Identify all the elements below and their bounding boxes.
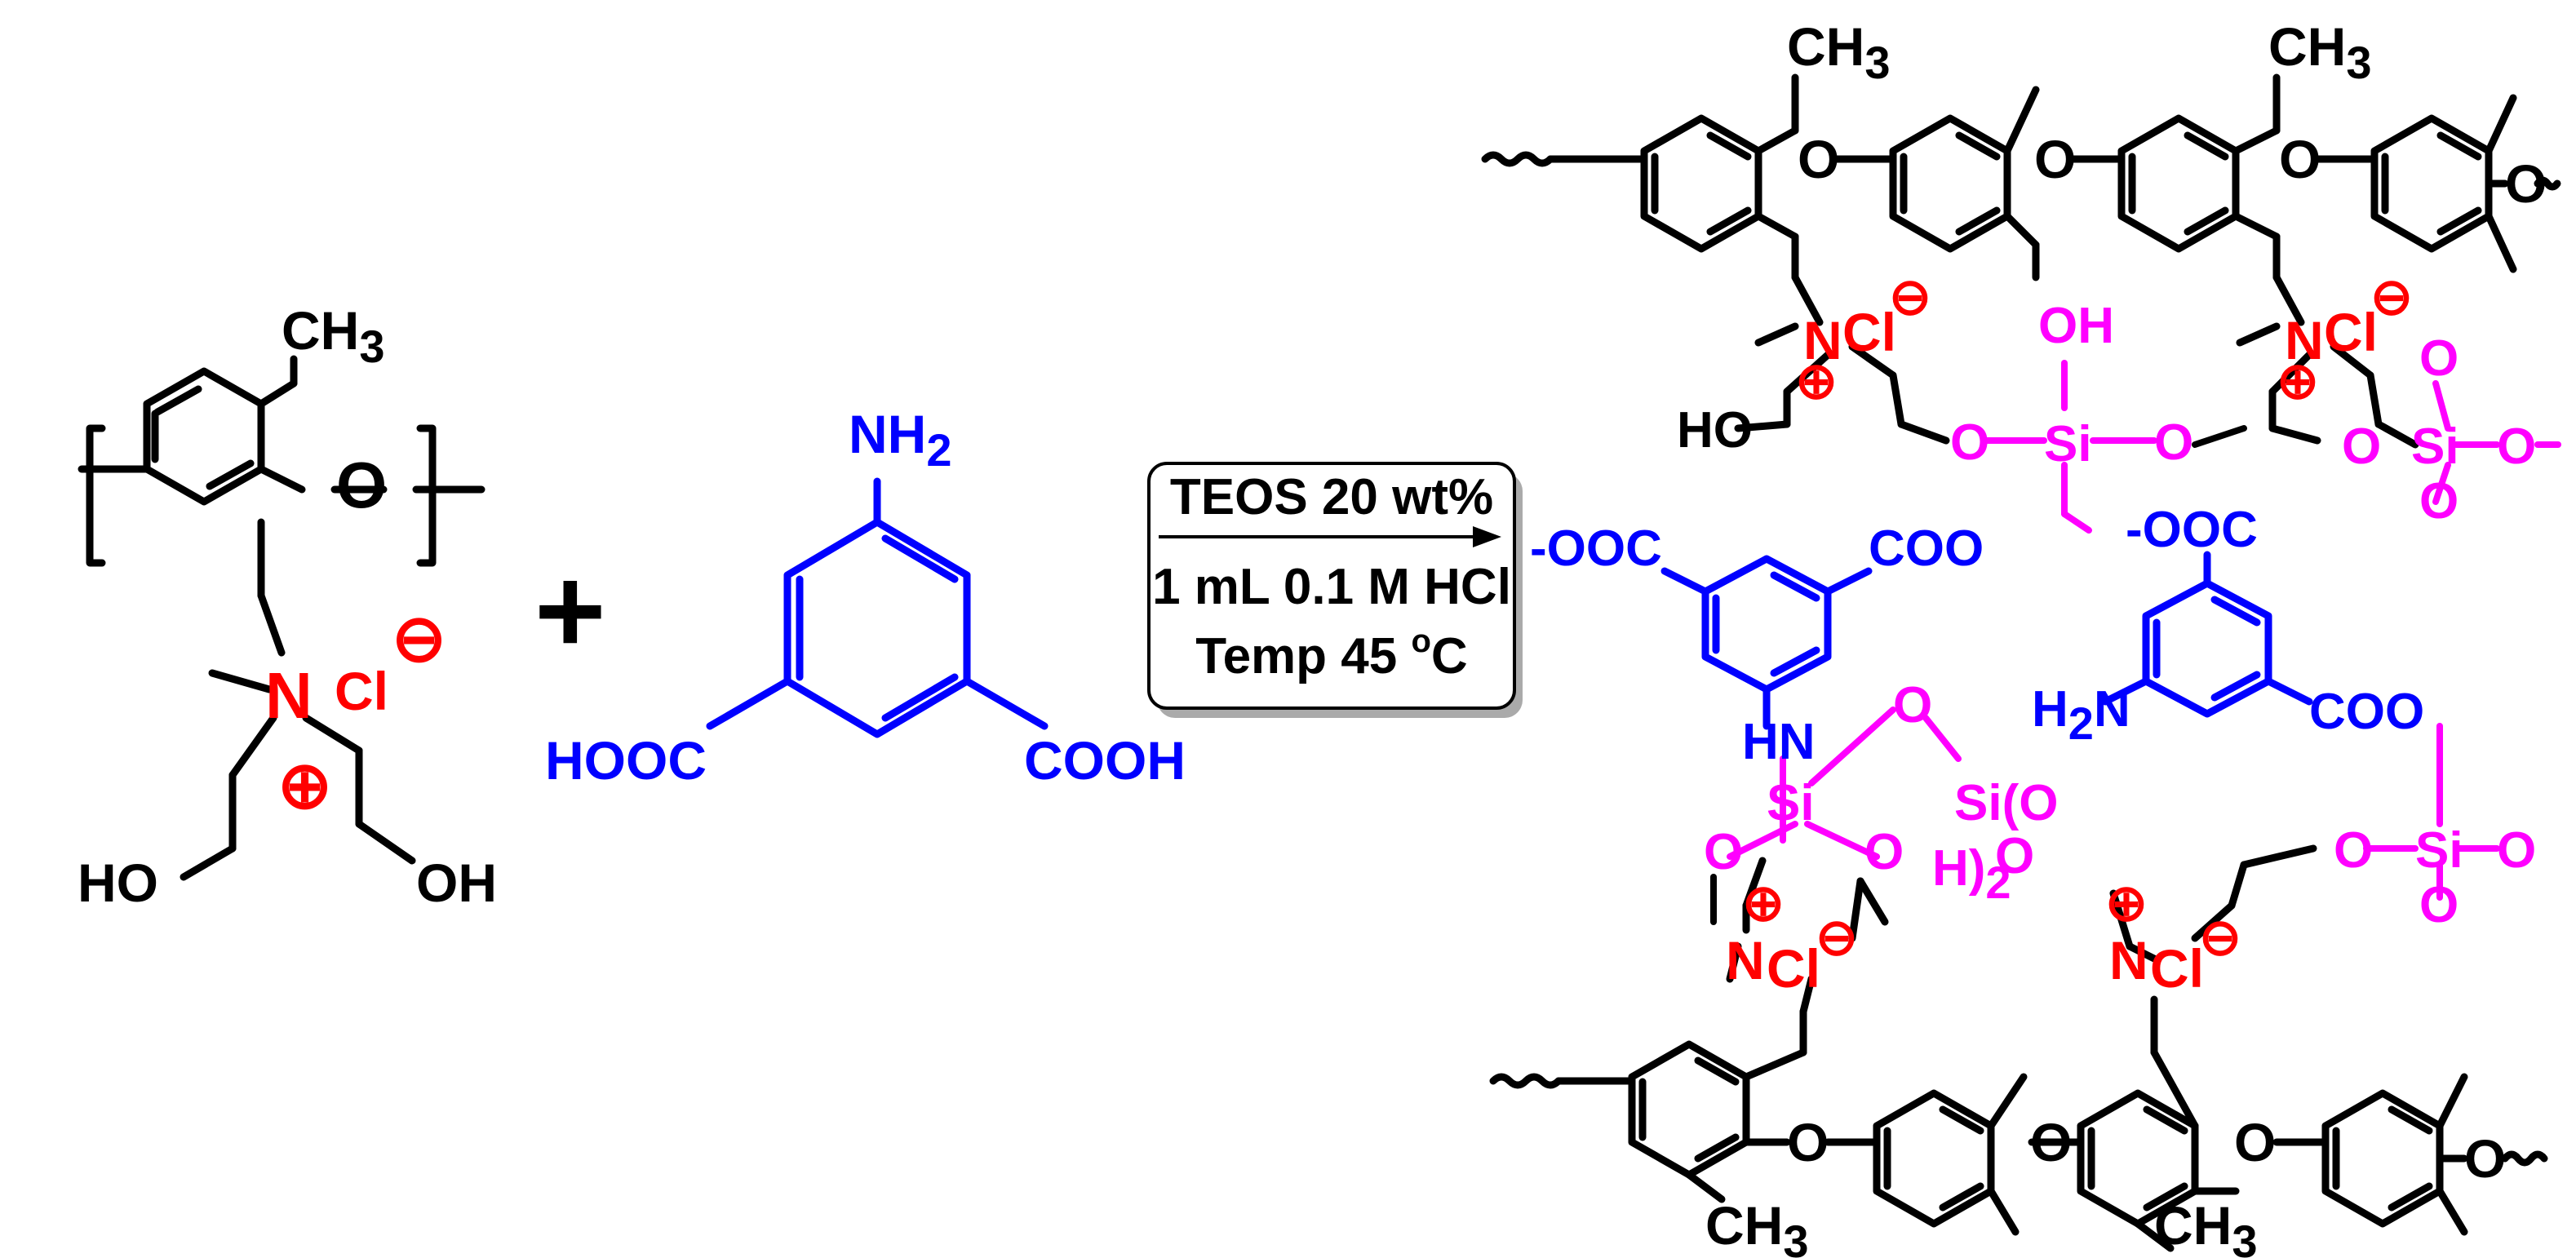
- top-ammonium-plus-1: ⊕: [1795, 353, 1838, 410]
- bottom-ch3-1: CH3: [1705, 1195, 1808, 1258]
- wavy-end-bottom-right: [2501, 1150, 2548, 1167]
- si-lower-o-left: O: [1704, 824, 1743, 880]
- polymer-hydroxyl-right: OH: [416, 853, 497, 913]
- left-linker-ooc-neg: -OOC: [1530, 520, 1662, 577]
- si-center-top: Si: [2044, 416, 2092, 472]
- wavy-end-top-left: [1481, 151, 1554, 167]
- methyl-bond: [257, 379, 298, 408]
- si-right-o-left: O: [2342, 419, 2381, 475]
- bracket-left: [86, 424, 106, 567]
- si-right-top: Si: [2411, 419, 2459, 475]
- linker-amino-label: NH2: [849, 404, 951, 476]
- linker-carboxyl-right: COOH: [1024, 730, 1186, 791]
- polymer-ammonium-n: N: [265, 659, 313, 732]
- bottom-ether-o-4: O: [2464, 1128, 2506, 1189]
- bottom-ether-o-2: O: [2030, 1112, 2072, 1172]
- bottom-ammonium-n-1: N: [1726, 930, 1765, 990]
- left-linker-coo: COO: [1869, 520, 1984, 577]
- plus-sign: +: [534, 542, 606, 679]
- right-linker-h2n: H2N: [2032, 681, 2130, 749]
- bottom-ether-o-3: O: [2234, 1112, 2276, 1172]
- polymer-ether-o: O: [336, 449, 387, 521]
- reactant-linker: [706, 477, 1049, 738]
- bottom-ammonium-plus-2: ⊕: [2105, 875, 2148, 932]
- right-linker-ooc-neg: -OOC: [2126, 502, 2258, 558]
- silica-labels: OH O Si O O Si O O O Si O Si(O H)2 O O O…: [1704, 298, 2536, 933]
- si-lower-sioh-2: H)2: [1932, 840, 2011, 908]
- linker-carboxyl-left: HOOC: [545, 730, 707, 791]
- top-chloride-1: Cl: [1842, 302, 1896, 362]
- top-hydroxyl: HO: [1677, 402, 1753, 458]
- top-chloride-2: Cl: [2324, 302, 2378, 362]
- si-lower-right-o-right: O: [2497, 822, 2536, 879]
- n-methyl-bond: [208, 669, 273, 693]
- si-lower-sioh: Si(O: [1954, 775, 2058, 831]
- product-backbone-bottom: [1489, 844, 2548, 1252]
- top-ether-o-2: O: [2034, 129, 2076, 189]
- si-lower-right-o-bottom: O: [2419, 877, 2459, 933]
- bottom-ch3-2: CH3: [2154, 1195, 2257, 1258]
- polymer-chloride-label: Cl: [335, 661, 388, 721]
- bottom-ether-o-1: O: [1787, 1112, 1829, 1172]
- product-linker-labels: -OOC COO HN -OOC H2N COO: [1530, 502, 2424, 770]
- bottom-chloride-minus-1: ⊖: [1816, 910, 1858, 966]
- si-lower-o-top: O: [1893, 677, 1932, 733]
- polymer-plus-charge: ⊕: [277, 749, 332, 822]
- wavy-end-bottom-left: [1489, 1073, 1563, 1089]
- polymer-minus-charge: ⊖: [392, 602, 446, 675]
- si-right-o-right: O: [2497, 419, 2536, 475]
- si-o-left: O: [1950, 414, 1989, 471]
- condition-hcl: 1 mL 0.1 M HCl: [1152, 559, 1511, 615]
- bottom-chloride-minus-2: ⊖: [2199, 910, 2241, 966]
- conditions-box: [1147, 462, 1523, 718]
- top-chloride-minus-1: ⊖: [1889, 269, 1931, 326]
- bracket-right: [416, 424, 437, 567]
- polymer-ch3-label: CH3: [282, 300, 384, 372]
- si-lower-right-o-left: O: [2334, 822, 2373, 879]
- top-ch3-1: CH3: [1787, 16, 1890, 88]
- si-lower-left: Si: [1767, 775, 1815, 831]
- product-linker-left: [1660, 555, 1873, 730]
- bottom-ammonium-plus-1: ⊕: [1742, 875, 1785, 932]
- linker-benzene-ring: [783, 518, 971, 738]
- top-ether-o-1: O: [1798, 129, 1839, 189]
- top-ammonium-n-2: N: [2285, 310, 2324, 370]
- top-ammonium-plus-2: ⊕: [2277, 353, 2319, 410]
- top-ammonium-n-1: N: [1803, 310, 1842, 370]
- bottom-ammonium-n-2: N: [2109, 930, 2148, 990]
- si-lower-o-chain: O: [1995, 828, 2034, 884]
- si-lower-right: Si: [2415, 822, 2463, 879]
- silica-network: [1710, 360, 2561, 925]
- top-ether-o-4: O: [2505, 153, 2547, 214]
- top-ch3-2: CH3: [2268, 16, 2371, 88]
- product-linker-right: [2101, 551, 2313, 718]
- left-linker-hn: HN: [1742, 714, 1816, 770]
- top-ether-o-3: O: [2279, 129, 2321, 189]
- product-backbone-top: [1481, 73, 2561, 449]
- si-lower-o-right: O: [1864, 824, 1904, 880]
- silanol-oh: OH: [2038, 298, 2114, 354]
- si-o-right: O: [2154, 414, 2193, 471]
- wavy-end-top-right: [2534, 176, 2561, 191]
- si-right-o-top: O: [2419, 330, 2459, 387]
- bottom-chloride-1: Cl: [1767, 938, 1820, 999]
- top-chloride-minus-2: ⊖: [2370, 269, 2413, 326]
- reactant-polymer: [78, 355, 485, 881]
- product-top-labels: CH3 CH3 O O O O N Cl ⊖ ⊕ N Cl ⊖ ⊕ HO: [1677, 16, 2547, 458]
- product-bottom-labels: ⊕ N Cl ⊖ ⊕ N Cl ⊖ O O O O CH3 CH3: [1705, 875, 2506, 1258]
- right-linker-coo: COO: [2309, 684, 2424, 740]
- polymer-benzene-ring: [143, 367, 265, 506]
- condition-temperature: Temp 45 oC: [1195, 623, 1467, 684]
- si-right-o-bottom: O: [2419, 473, 2459, 529]
- bottom-chloride-2: Cl: [2150, 938, 2204, 999]
- reaction-arrow-head: [1473, 526, 1501, 547]
- condition-teos: TEOS 20 wt%: [1170, 469, 1493, 525]
- polymer-hydroxyl-left: HO: [78, 853, 158, 913]
